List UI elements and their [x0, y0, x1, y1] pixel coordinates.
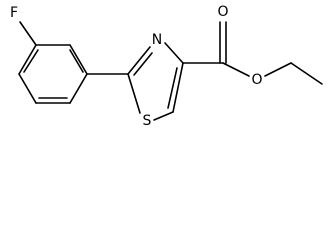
bond [18, 44, 37, 75]
ester-oxygen-label: O [251, 72, 262, 88]
structural-formula: F N S O O [10, 4, 323, 129]
bond-o-ch2 [264, 62, 292, 77]
double-bond-inner [167, 67, 178, 109]
bond [69, 73, 88, 104]
bond [172, 62, 184, 113]
fluorophenyl-ring [18, 44, 88, 104]
bond [127, 73, 141, 114]
bond-ch2-ch3 [290, 62, 323, 85]
bond-c-o-single [222, 62, 250, 77]
double-bond-inner [23, 49, 39, 73]
bond [18, 73, 37, 104]
bond-c-f [19, 21, 37, 46]
bond [127, 46, 151, 75]
bond [69, 44, 88, 75]
thiazole-ring [127, 42, 184, 121]
sulfur-atom-label: S [143, 113, 152, 129]
nitrogen-atom-label: N [152, 32, 162, 48]
carbonyl-oxygen-label: O [217, 4, 228, 20]
bond [164, 42, 184, 64]
double-bond-inner [133, 52, 153, 76]
fluorine-atom-label: F [10, 5, 18, 21]
bond [153, 111, 174, 121]
double-bond-inner [69, 49, 84, 73]
